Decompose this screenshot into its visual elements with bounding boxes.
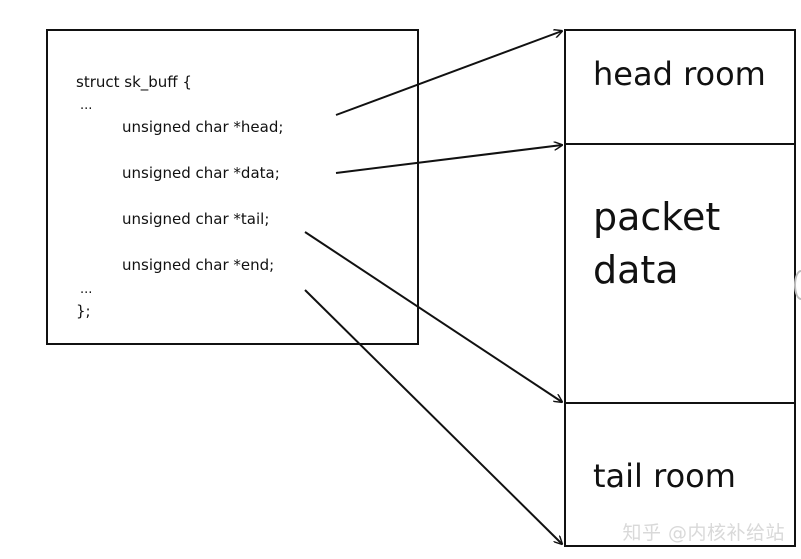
watermark-text: 知乎 @内核补给站 <box>622 522 785 544</box>
code-line-data: unsigned char *data; <box>122 164 280 182</box>
head-pointer-arrow <box>335 31 562 116</box>
tail-room-divider <box>564 402 796 404</box>
code-line-tail: unsigned char *tail; <box>122 210 270 228</box>
head-room-divider <box>564 143 796 145</box>
code-line-ellipsis-top: ... <box>80 98 93 113</box>
tail-pointer-arrow <box>304 231 562 402</box>
head-room-label: head room <box>593 55 766 93</box>
packet-data-label-line2: data <box>593 248 679 292</box>
tail-room-label: tail room <box>593 457 736 495</box>
code-line-struct-close: }; <box>76 302 91 320</box>
code-line-ellipsis-bottom: ... <box>80 282 93 297</box>
code-line-struct-open: struct sk_buff { <box>76 73 192 91</box>
code-line-end: unsigned char *end; <box>122 256 275 274</box>
struct-sk-buff-box <box>46 29 419 345</box>
end-pointer-arrow <box>304 289 562 544</box>
edge-circle-decoration <box>794 270 801 300</box>
data-pointer-arrow <box>335 145 562 174</box>
packet-data-label-line1: packet <box>593 195 721 239</box>
code-line-head: unsigned char *head; <box>122 118 284 136</box>
